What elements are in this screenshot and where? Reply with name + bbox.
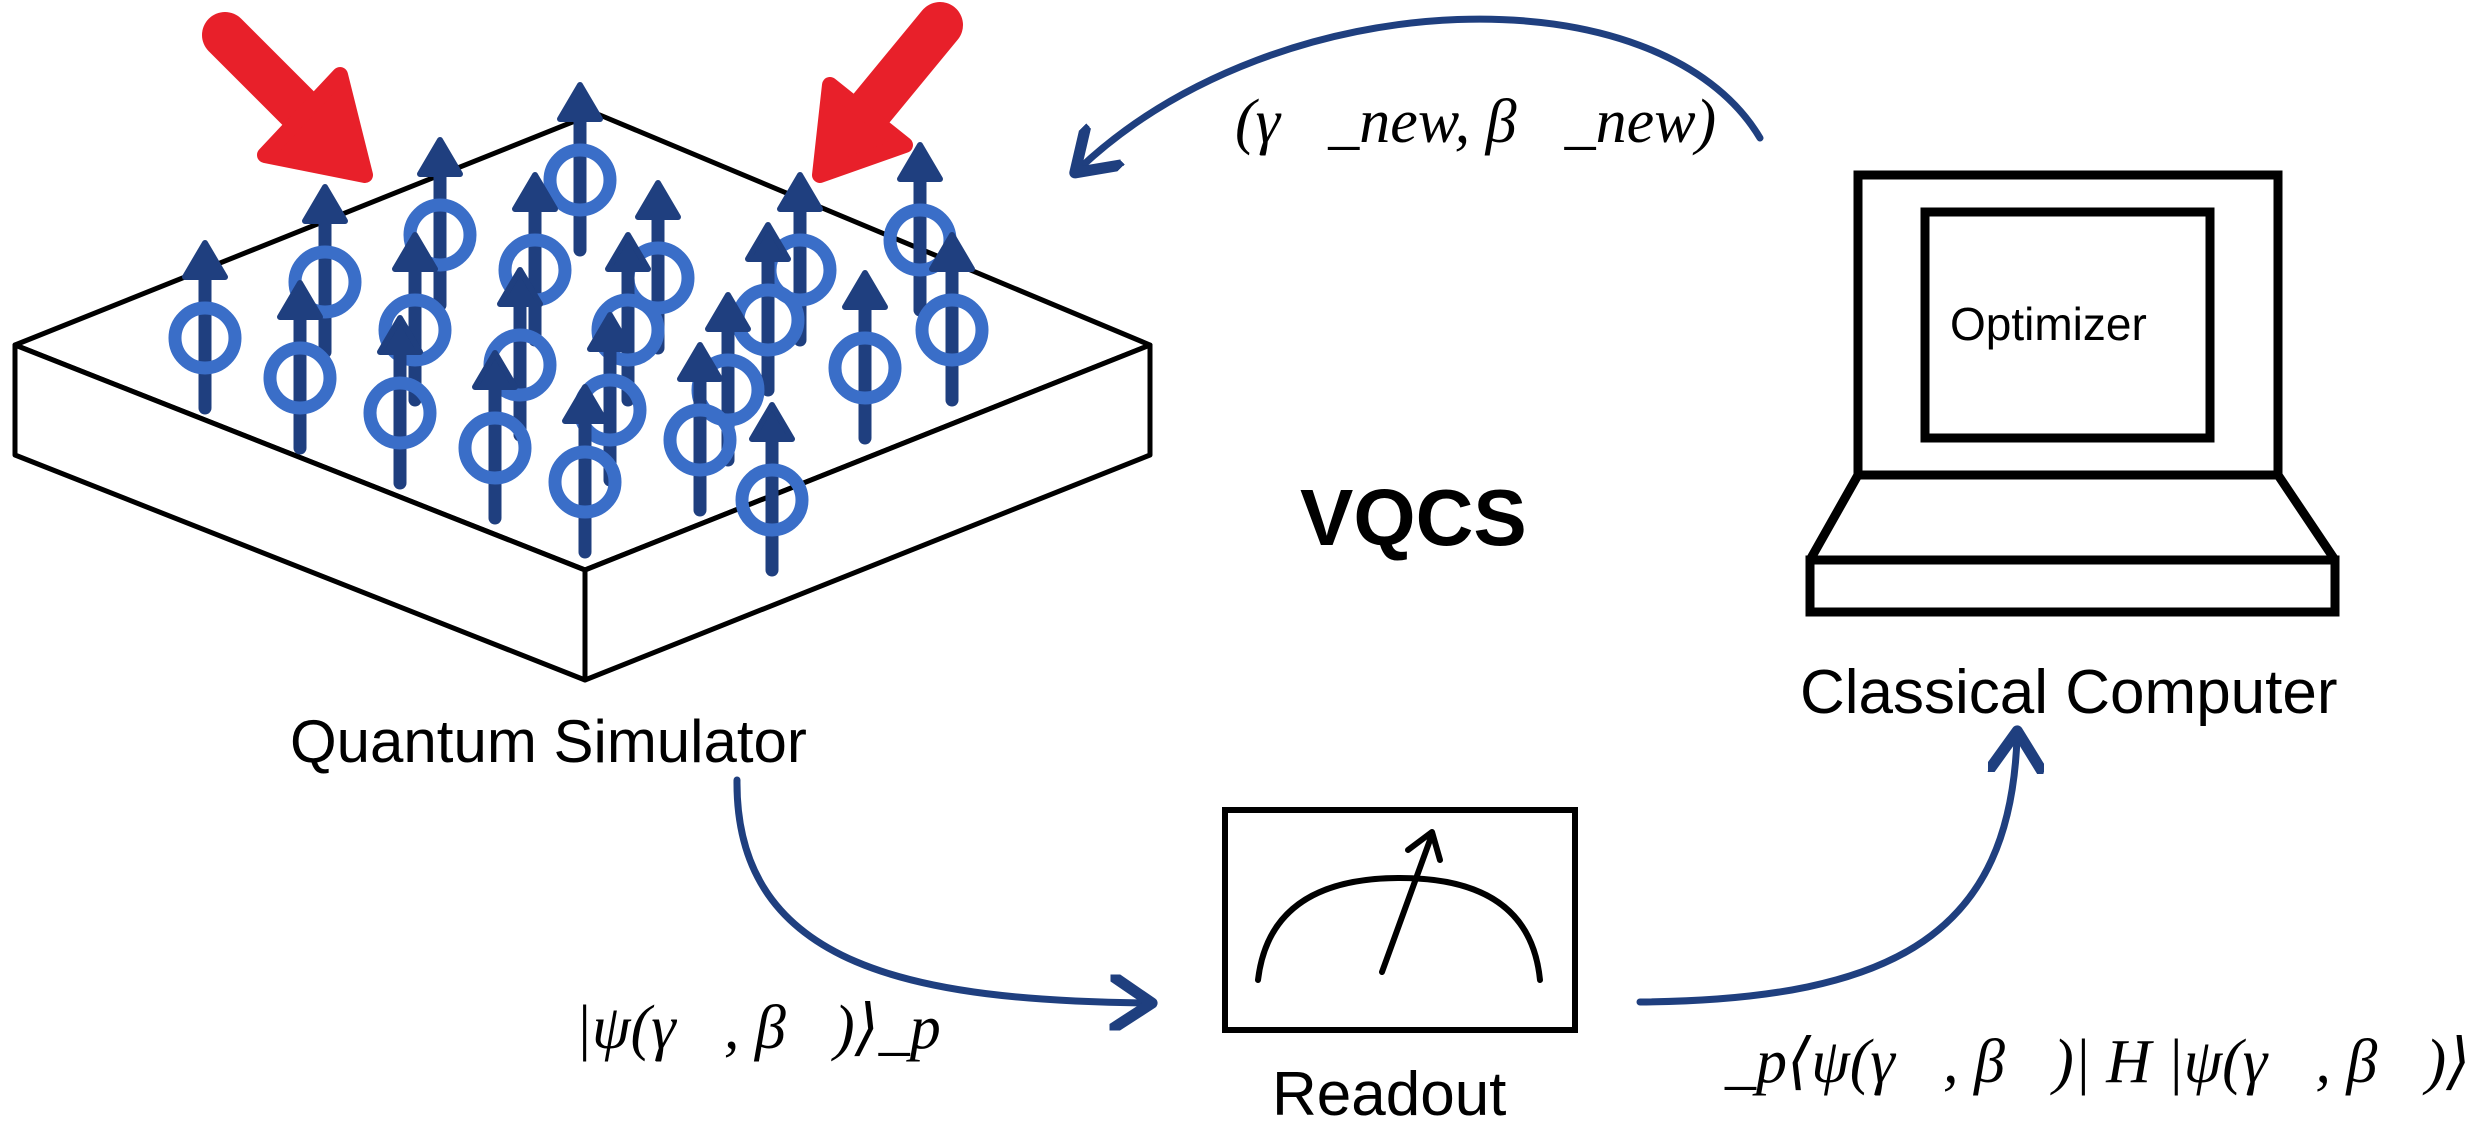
spin-qubit [915,232,989,407]
spin-qubit [263,280,337,455]
spin-qubit [378,232,452,407]
laptop-icon [1805,170,2340,617]
spin-qubit [483,267,557,442]
readout-meter-icon [1222,807,1578,1033]
spin-qubit [828,270,902,445]
quantum-simulator-slab [12,110,1153,683]
spin-qubit [735,402,809,577]
spin-qubit [883,142,957,317]
optimizer-label: Optimizer [1950,298,2147,350]
svg-text:|ψ(γ⃗, β⃗)⟩_p: |ψ(γ⃗, β⃗)⟩_p [575,994,941,1062]
spin-qubit [363,315,437,490]
spin-qubit [168,240,242,415]
spin-qubit [288,184,362,359]
flow-arrow-optimizer-to-simulator [1080,15,1764,168]
readout-label: Readout [1272,1060,1506,1129]
qubit-spin-array [168,82,989,577]
spin-qubit [663,342,737,517]
svg-text:_p⟨ψ(γ⃗, β⃗)| H |ψ(γ⃗, β⃗)⟩_p: _p⟨ψ(γ⃗, β⃗)| H |ψ(γ⃗, β⃗)⟩_p [1724,1028,2469,1096]
quantum-state-expression: |ψ(γ⃗, β⃗)⟩_p [575,994,941,1062]
parameter-update-expression: (γ⃗_new, β⃗_new) [1235,88,1716,156]
vqcs-title: VQCS [1300,473,1527,562]
optimizer-screen [1920,207,2215,443]
quantum-simulator-label: Quantum Simulator [290,708,807,775]
spin-qubit [591,232,665,407]
spin-qubit [543,82,617,257]
spin-qubit [458,350,532,525]
laser-arrow-left [202,12,373,183]
flow-arrow-readout-to-computer [1636,738,2017,1006]
flow-arrow-simulator-to-readout [733,776,1145,1003]
laser-arrow-right [812,2,963,183]
spin-qubit [403,137,477,312]
expectation-value-expression: _p⟨ψ(γ⃗, β⃗)| H |ψ(γ⃗, β⃗)⟩_p [1724,1028,2469,1096]
svg-text:(γ⃗_new, β⃗_new): (γ⃗_new, β⃗_new) [1235,88,1716,156]
classical-computer-label: Classical Computer [1800,658,2338,727]
spin-qubit [548,384,622,559]
